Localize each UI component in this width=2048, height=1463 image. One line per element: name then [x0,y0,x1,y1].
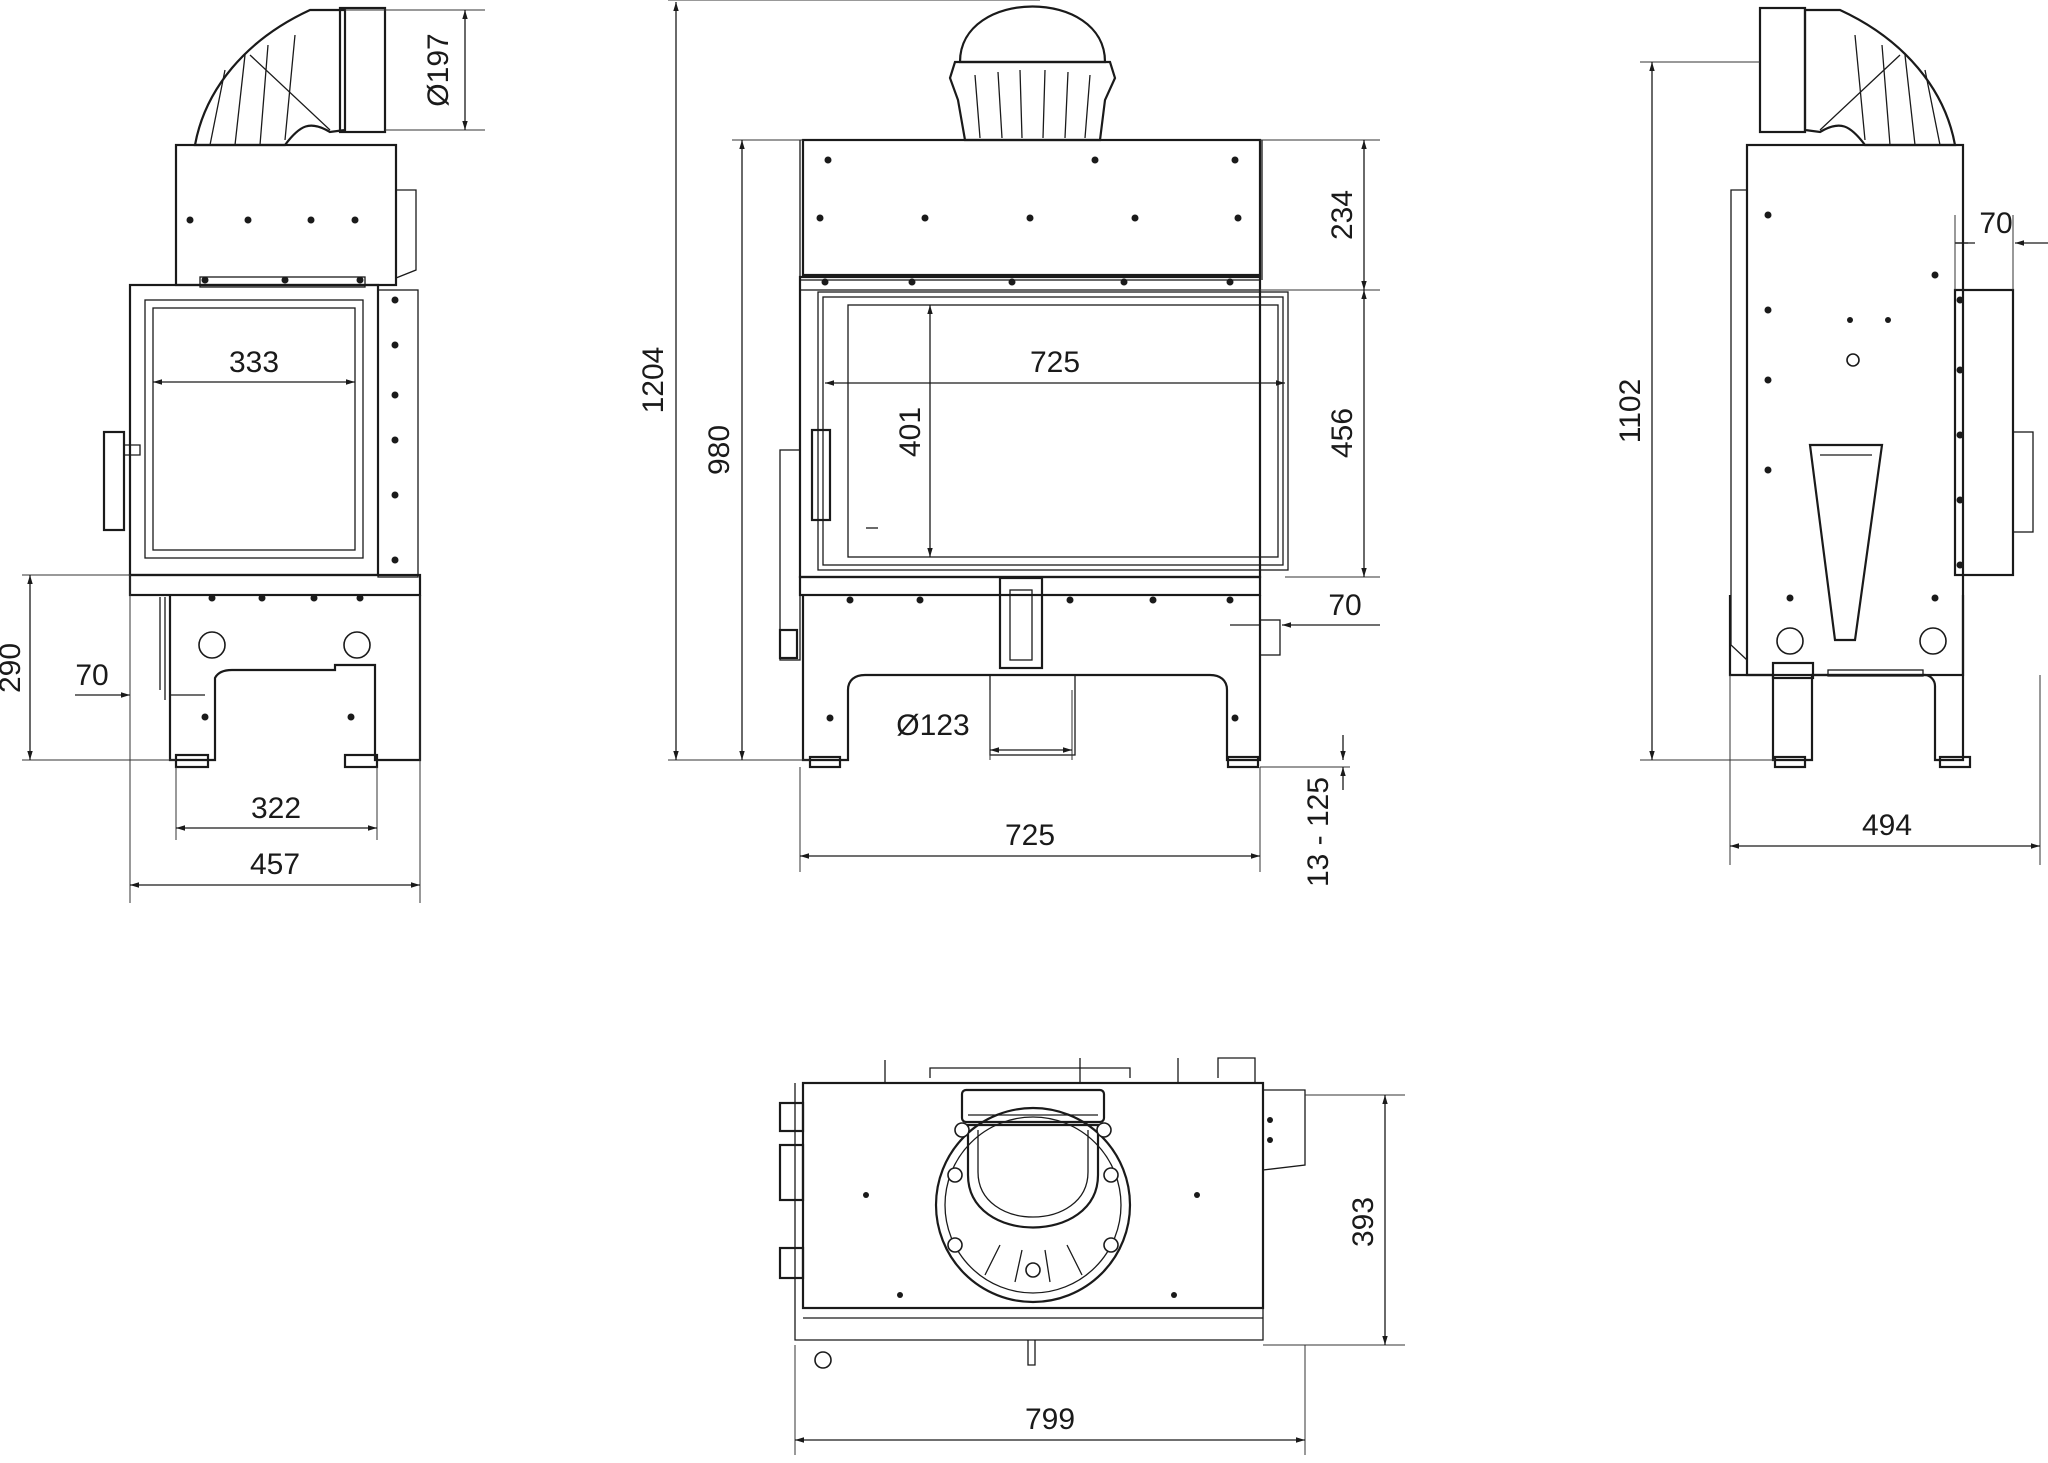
top-depth-label: 393 [1347,1197,1380,1247]
ash-hopper [1808,443,1884,642]
front-offset-label: 70 [75,659,108,692]
side-body-height-label: 980 [703,425,736,475]
back-offset-label: 70 [1979,207,2012,240]
side-overall-width-label: 725 [1005,819,1055,852]
side-door-frame [798,275,1262,579]
front-flue-diameter-label: Ø197 [422,33,455,106]
front-leg-height-label: 290 [0,643,27,693]
top-dimensions: 393 799 [794,1094,1405,1455]
top-view: 393 799 [778,1057,1405,1455]
front-overall-width-label: 457 [250,848,300,881]
flue-basket [948,5,1117,142]
side-bolts [816,156,1242,722]
back-body [1745,143,1965,677]
back-overall-width-label: 494 [1862,809,1912,842]
side-glass-height-label: 401 [894,407,927,457]
top-flue-ring [934,1088,1132,1304]
side-glass-width-label: 725 [1030,346,1080,379]
back-bolts [1764,211,1964,602]
side-offset-label: 70 [1328,589,1361,622]
front-leg-span-label: 322 [251,792,301,825]
front-door-handle [102,430,126,532]
back-view: 1102 70 494 [1614,6,2048,865]
side-air-diameter-label: Ø123 [896,709,969,742]
front-door-frame [128,283,380,577]
side-dimensions: 1204 980 234 725 401 456 70 Ø123 [637,0,1380,887]
top-bolts [863,1117,1273,1298]
front-dimensions: Ø197 333 290 70 322 457 [0,9,485,903]
top-overall-width-label: 799 [1025,1403,1075,1436]
front-view: Ø197 333 290 70 322 457 [0,6,485,903]
side-top-section-label: 234 [1326,190,1359,240]
front-glass-width-label: 333 [229,346,279,379]
side-view: 1204 980 234 725 401 456 70 Ø123 [637,0,1380,887]
side-door-handle [810,428,832,522]
front-bolts [186,216,399,721]
back-height-label: 1102 [1614,379,1647,444]
back-dimensions: 1102 70 494 [1614,61,2048,865]
front-upper-body [174,143,398,287]
back-flue-elbow [1758,6,1957,147]
side-total-height-label: 1204 [637,347,670,414]
side-door-height-label: 456 [1326,408,1359,458]
side-leg-adjust-label: 13 - 125 [1302,777,1335,887]
flue-elbow [193,6,387,147]
side-upper-body [801,138,1262,277]
